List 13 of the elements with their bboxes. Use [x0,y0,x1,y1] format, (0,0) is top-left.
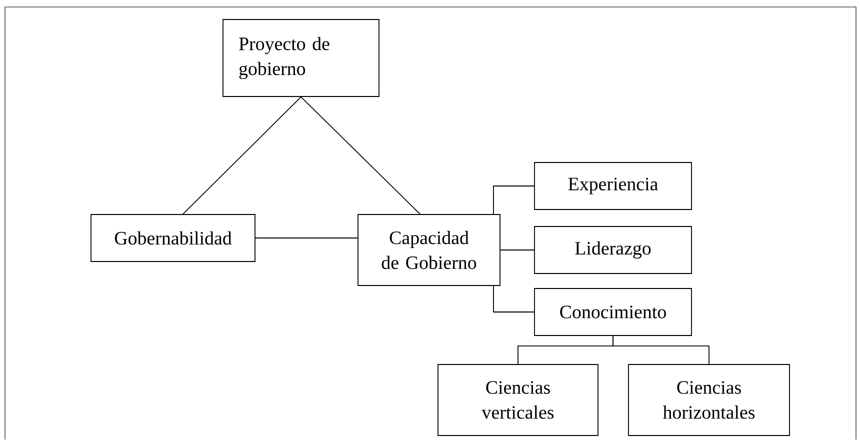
text-box: Conocimiento [534,288,692,336]
text-box: Capacidad de Gobierno [358,214,500,286]
connector-line [493,186,534,214]
text-box: Liderazgo [534,226,692,274]
connector-line [612,336,710,364]
text-box: Proyecto de gobierno [222,19,380,97]
text-box: Ciencias verticales [438,364,598,436]
connector-line [182,96,302,214]
connector-line [493,286,534,312]
text-box: Gobernabilidad [90,214,256,262]
text-box: Experiencia [534,162,692,210]
text-box: Ciencias horizontales [628,364,790,436]
connector-line [300,96,420,214]
